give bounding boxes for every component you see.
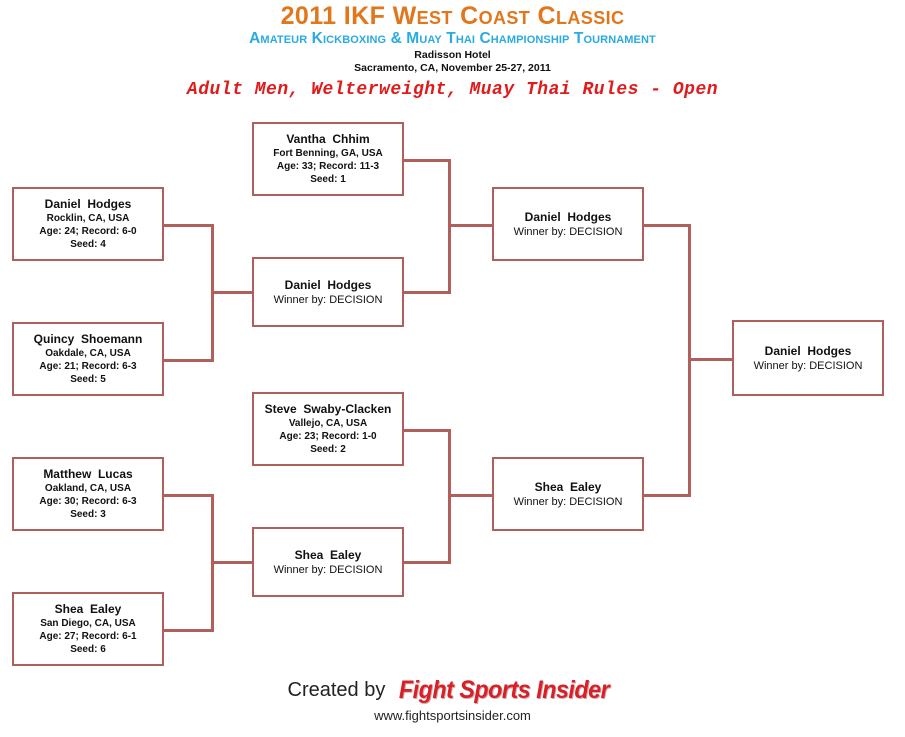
competitor-box-vantha-chhim[interactable]: Vantha Chhim Fort Benning, GA, USA Age: … xyxy=(252,122,404,196)
competitor-location: Fort Benning, GA, USA xyxy=(273,148,383,159)
competitor-name: Daniel Hodges xyxy=(44,197,132,211)
winner-box-final[interactable]: Daniel Hodges Winner by: DECISION xyxy=(732,320,884,396)
winner-name: Shea Ealey xyxy=(294,547,362,562)
competitor-stats: Age: 30; Record: 6-3 xyxy=(39,496,137,507)
connector-line xyxy=(688,358,734,361)
page-footer: Created by Fight Sports Insider www.fight… xyxy=(0,676,905,723)
connector-line xyxy=(164,629,214,632)
competitor-box-quincy-shoemann[interactable]: Quincy Shoemann Oakdale, CA, USA Age: 21… xyxy=(12,322,164,396)
winner-box-round2-top[interactable]: Daniel Hodges Winner by: DECISION xyxy=(252,257,404,327)
competitor-box-steve-swaby-clacken[interactable]: Steve Swaby-Clacken Vallejo, CA, USA Age… xyxy=(252,392,404,466)
competitor-stats: Age: 33; Record: 11-3 xyxy=(276,161,380,172)
winner-name: Daniel Hodges xyxy=(284,277,372,292)
champion-result: Winner by: DECISION xyxy=(753,359,863,372)
connector-line xyxy=(164,224,214,227)
connector-line xyxy=(403,561,451,564)
page-header: 2011 IKF West Coast Classic Amateur Kick… xyxy=(0,0,905,102)
fight-sports-insider-logo: Fight Sports Insider xyxy=(399,676,610,704)
competitor-seed: Seed: 3 xyxy=(70,509,106,520)
connector-line xyxy=(164,494,214,497)
winner-result: Winner by: DECISION xyxy=(273,293,383,306)
competitor-seed: Seed: 1 xyxy=(310,174,346,185)
competitor-location: San Diego, CA, USA xyxy=(40,618,136,629)
venue-name: Radisson Hotel xyxy=(414,49,491,61)
page-subtitle: Amateur Kickboxing & Muay Thai Champions… xyxy=(249,30,656,47)
connector-line xyxy=(403,429,451,432)
winner-result: Winner by: DECISION xyxy=(273,563,383,576)
competitor-location: Rocklin, CA, USA xyxy=(46,213,130,224)
competitor-seed: Seed: 5 xyxy=(70,374,106,385)
created-by-label: Created by xyxy=(287,679,386,701)
competitor-seed: Seed: 6 xyxy=(70,644,106,655)
connector-line xyxy=(448,224,493,227)
competitor-name: Vantha Chhim xyxy=(286,132,370,146)
winner-box-semifinal-bottom[interactable]: Shea Ealey Winner by: DECISION xyxy=(492,457,644,531)
competitor-name: Matthew Lucas xyxy=(43,467,133,481)
competitor-box-shea-ealey[interactable]: Shea Ealey San Diego, CA, USA Age: 27; R… xyxy=(12,592,164,666)
connector-line xyxy=(448,494,493,497)
competitor-seed: Seed: 2 xyxy=(310,444,346,455)
competitor-box-daniel-hodges[interactable]: Daniel Hodges Rocklin, CA, USA Age: 24; … xyxy=(12,187,164,261)
winner-name: Daniel Hodges xyxy=(524,209,612,224)
connector-line xyxy=(643,494,691,497)
competitor-name: Quincy Shoemann xyxy=(33,332,143,346)
competitor-stats: Age: 21; Record: 6-3 xyxy=(39,361,137,372)
competitor-name: Steve Swaby-Clacken xyxy=(264,402,392,416)
connector-line xyxy=(643,224,691,227)
connector-line xyxy=(403,159,451,162)
competitor-location: Oakland, CA, USA xyxy=(44,483,132,494)
competitor-stats: Age: 24; Record: 6-0 xyxy=(39,226,137,237)
winner-name: Shea Ealey xyxy=(534,479,602,494)
competitor-stats: Age: 23; Record: 1-0 xyxy=(279,431,377,442)
website-url[interactable]: www.fightsportsinsider.com xyxy=(374,708,531,723)
division-title: Adult Men, Welterweight, Muay Thai Rules… xyxy=(186,80,719,100)
connector-line xyxy=(211,561,253,564)
page-title: 2011 IKF West Coast Classic xyxy=(280,2,625,30)
connector-line xyxy=(211,291,253,294)
competitor-name: Shea Ealey xyxy=(54,602,122,616)
competitor-seed: Seed: 4 xyxy=(70,239,106,250)
competitor-location: Oakdale, CA, USA xyxy=(45,348,131,359)
competitor-stats: Age: 27; Record: 6-1 xyxy=(39,631,137,642)
competitor-box-matthew-lucas[interactable]: Matthew Lucas Oakland, CA, USA Age: 30; … xyxy=(12,457,164,531)
connector-line xyxy=(403,291,451,294)
created-by-row: Created by Fight Sports Insider xyxy=(288,676,618,705)
winner-result: Winner by: DECISION xyxy=(513,225,623,238)
winner-result: Winner by: DECISION xyxy=(513,495,623,508)
winner-box-semifinal-top[interactable]: Daniel Hodges Winner by: DECISION xyxy=(492,187,644,261)
winner-box-round2-bottom[interactable]: Shea Ealey Winner by: DECISION xyxy=(252,527,404,597)
champion-name: Daniel Hodges xyxy=(764,343,852,358)
connector-line xyxy=(164,359,214,362)
venue-location: Sacramento, CA, November 25-27, 2011 xyxy=(354,62,551,74)
competitor-location: Vallejo, CA, USA xyxy=(288,418,368,429)
